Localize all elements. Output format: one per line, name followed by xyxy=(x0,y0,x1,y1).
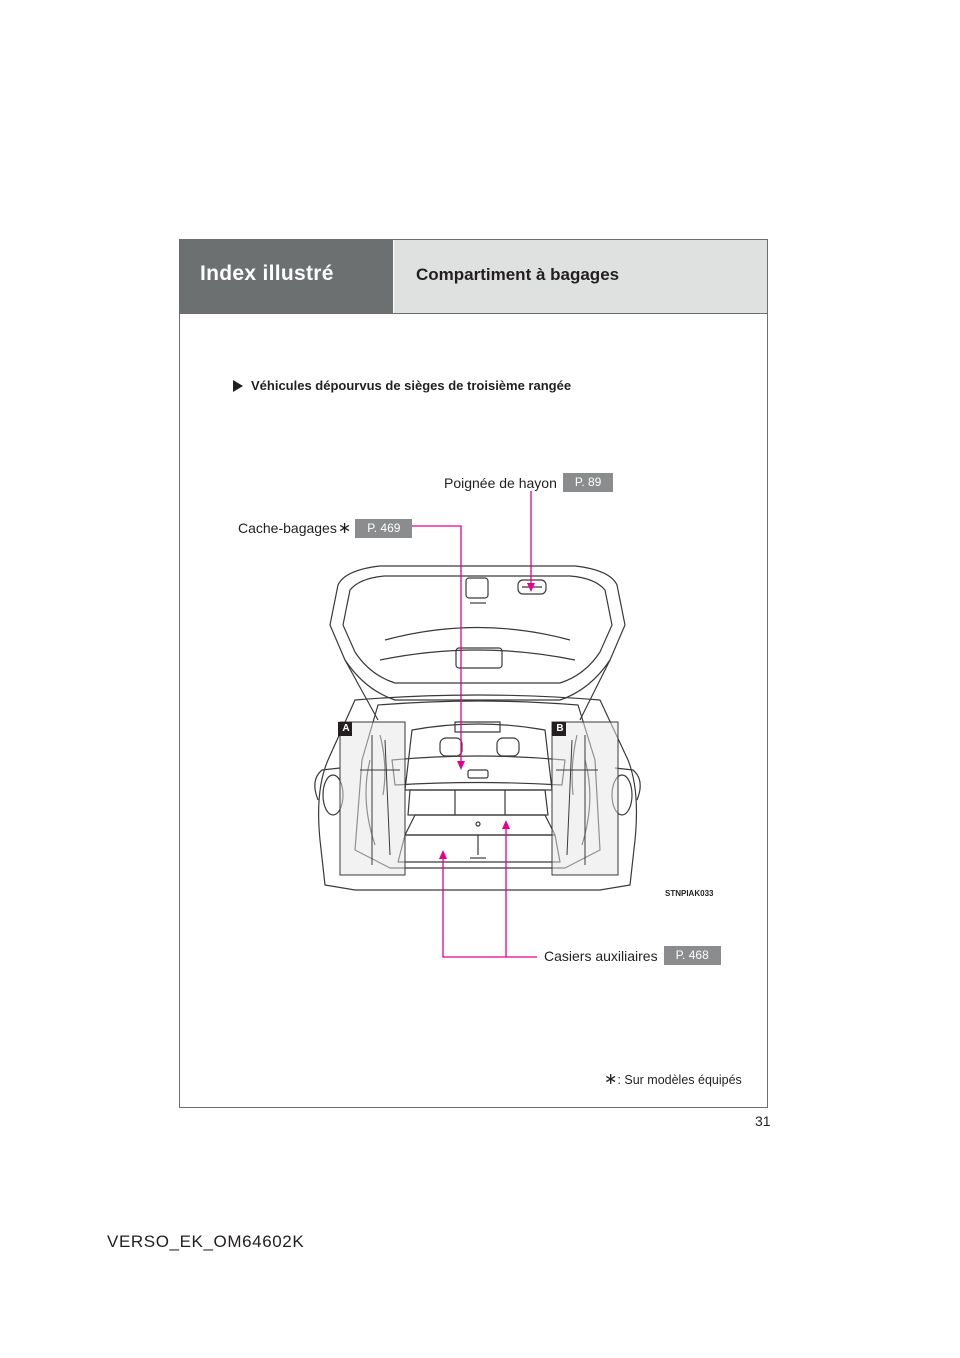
section-title: Index illustré xyxy=(200,262,334,285)
heading-bar: Compartiment à bagages xyxy=(393,240,767,313)
page-ref-badge[interactable]: P. 468 xyxy=(663,946,721,965)
footnote-text: : Sur modèles équipés xyxy=(617,1073,742,1087)
callout-auxiliary-boxes: Casiers auxiliaires P. 468 xyxy=(544,946,721,965)
footnote: ∗: Sur modèles équipés xyxy=(603,1069,742,1089)
callout-label: Poignée de hayon xyxy=(444,474,557,491)
triangle-bullet-icon xyxy=(233,379,243,392)
page-frame: Index illustré Compartiment à bagages xyxy=(179,239,768,1108)
asterisk-icon: ∗ xyxy=(337,520,352,537)
subheading: Véhicules dépourvus de sièges de troisiè… xyxy=(233,378,571,393)
page-ref-badge[interactable]: P. 469 xyxy=(355,518,413,538)
figure-code: STNPIAK033 xyxy=(665,889,714,898)
page-ref-badge[interactable]: P. 89 xyxy=(562,473,614,492)
document-code: VERSO_EK_OM64602K xyxy=(107,1232,305,1251)
subheading-text: Véhicules dépourvus de sièges de troisiè… xyxy=(251,378,572,393)
callout-label: Cache-bagages xyxy=(238,520,337,536)
page-heading: Compartiment à bagages xyxy=(416,265,620,284)
page-number: 31 xyxy=(755,1113,771,1129)
header-divider xyxy=(180,313,767,314)
inset-marker-b: B xyxy=(556,723,564,734)
asterisk-icon: ∗ xyxy=(604,1071,618,1088)
section-tab: Index illustré xyxy=(180,240,393,313)
callout-tailgate-handle: Poignée de hayon P. 89 xyxy=(444,473,614,492)
callout-tonneau-cover: Cache-bagages ∗ P. 469 xyxy=(238,518,413,538)
callout-label: Casiers auxiliaires xyxy=(544,947,658,964)
inset-marker-a: A xyxy=(342,723,350,734)
